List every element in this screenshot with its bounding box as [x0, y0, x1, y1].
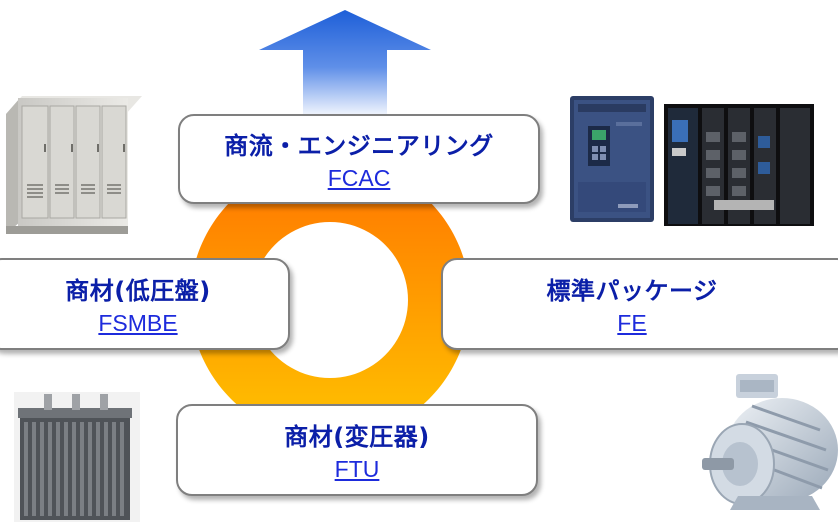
box-transformer-title: 商材(変圧器) [284, 423, 430, 451]
transformer-photo [14, 392, 140, 522]
electric-motor-photo [702, 374, 838, 510]
ftu-link[interactable]: FTU [334, 456, 380, 482]
up-arrow [259, 10, 431, 114]
switchgear-cabinet-photo [6, 96, 142, 234]
inverter-and-controller-photo [570, 96, 814, 226]
fsmbe-link[interactable]: FSMBE [98, 310, 178, 336]
box-low-voltage-switchgear: 商材(低圧盤) FSMBE [0, 258, 290, 350]
box-commerce-engineering: 商流・エンジニアリング FCAC [178, 114, 540, 204]
fcac-link[interactable]: FCAC [327, 165, 391, 191]
box-low-voltage-switchgear-title: 商材(低圧盤) [65, 277, 211, 305]
box-transformer: 商材(変圧器) FTU [176, 404, 538, 496]
box-standard-package: 標準パッケージ FE [441, 258, 838, 350]
box-standard-package-title: 標準パッケージ [546, 277, 718, 305]
box-commerce-engineering-title: 商流・エンジニアリング [224, 132, 494, 160]
fe-link[interactable]: FE [617, 310, 647, 336]
cycle-ring [190, 160, 471, 440]
